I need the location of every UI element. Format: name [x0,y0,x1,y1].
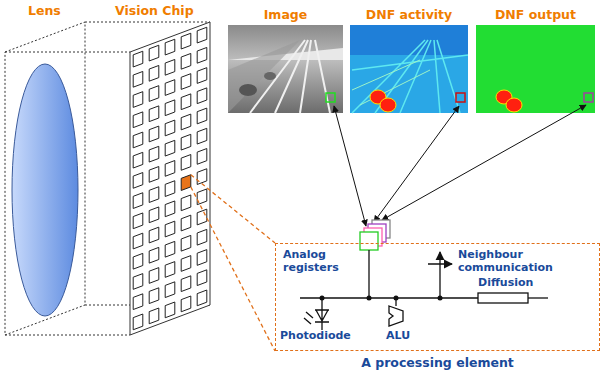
panel-title: Image [218,7,353,22]
component-label: Analog registers [283,249,349,274]
image-panel: DNF activity [350,25,468,113]
part-title: Vision Chip [115,4,194,18]
box-caption: A processing element [276,355,599,370]
component-label: Diffusion [478,277,533,290]
pe-schematic [300,220,548,330]
component-label: Neighbour communication [458,249,568,274]
register-arrows [334,105,586,226]
pixel-grid [133,27,207,330]
camera-image [228,25,343,113]
zoom-lines [191,175,275,351]
vision-chip [130,22,210,335]
junction-dots [320,296,443,301]
lens [12,64,78,316]
component-label: ALU [386,330,410,343]
component-label: Photodiode [280,330,351,343]
image-panel: DNF output [476,25,595,113]
frame-lines [5,22,210,335]
part-title: Lens [28,4,61,18]
dnf-activity-map [350,25,468,113]
panel-title: DNF activity [340,7,478,22]
panel-title: DNF output [466,7,605,22]
image-panel: Image [228,25,343,113]
dnf-output-map [476,25,595,113]
